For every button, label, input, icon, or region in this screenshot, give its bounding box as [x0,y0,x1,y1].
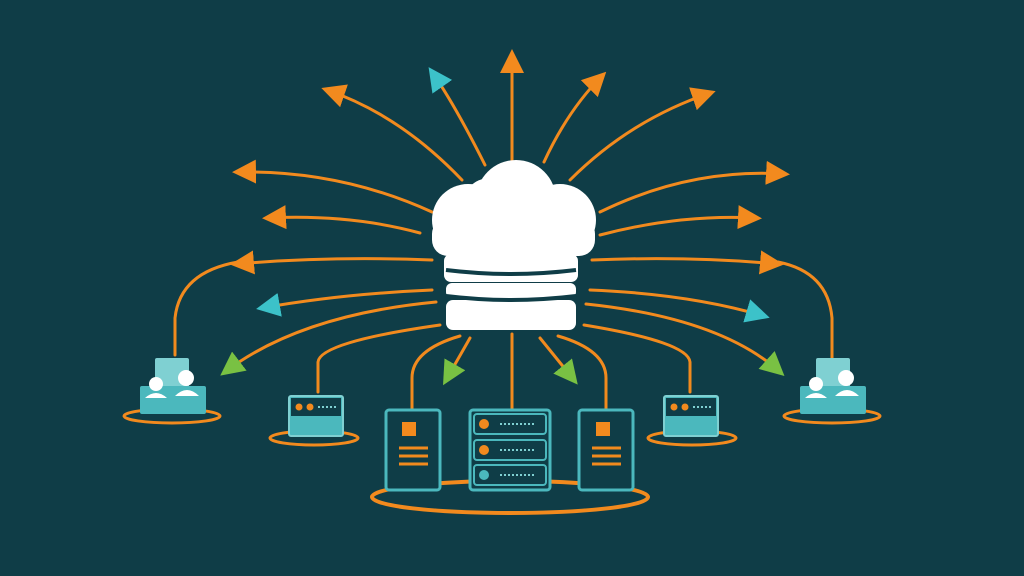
arrow-upper-left-1 [428,67,487,167]
arrow-upper-right-1 [542,71,607,164]
database-disk-top [444,254,578,282]
arrow-upper-right-2 [568,87,716,182]
document-icon [577,408,635,492]
users-group-icon [122,358,222,425]
cloud-database-icon [432,160,596,330]
arrow-right-5 [584,302,785,377]
connector-lines [173,260,834,412]
server-unit-icon [268,395,360,447]
arrow-left-4 [256,288,434,317]
arrow-right-4 [588,288,770,323]
database-disk-bottom [446,300,576,330]
arrow-right-1 [598,160,790,214]
arrow-down-right [538,336,578,385]
connector-doc-right [556,334,608,412]
arrow-left-3 [230,250,434,275]
arrow-down-left [443,336,472,386]
connector-users-left [173,260,240,357]
arrow-left-5 [220,300,438,376]
arrow-right-3 [590,250,784,275]
database-disk-middle [446,283,576,298]
cloud-shape [432,160,596,256]
connector-device-left [316,323,442,394]
database-divider-1 [445,268,577,276]
arrow-left-1 [232,159,434,214]
outgoing-arrows [220,49,790,386]
connector-doc-left [410,334,462,412]
connector-device-right [582,323,692,394]
server-unit-icon [646,395,738,447]
arrow-upper-left-2 [321,84,464,182]
users-group-icon [782,358,882,425]
server-rack-icon [468,408,552,492]
connector-users-right [776,260,834,362]
arrow-left-2 [262,205,422,235]
document-icon [384,408,442,492]
database-divider-2 [445,294,577,302]
arrow-right-2 [598,205,762,237]
